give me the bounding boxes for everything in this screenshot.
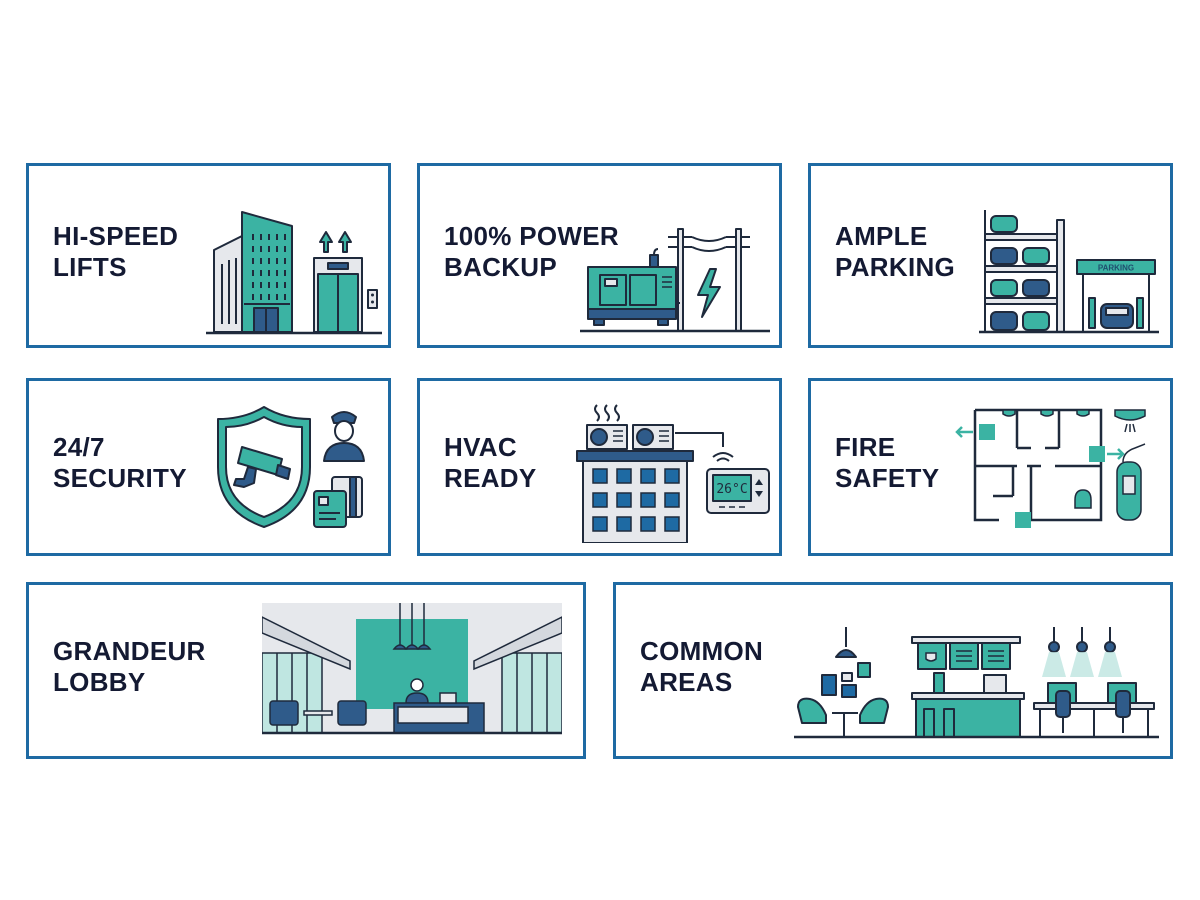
cafe-cowork-icon [794,627,1159,742]
building-elevator-icon [204,208,384,338]
thermostat-reading: 26°C [716,482,747,497]
parking-sign-text: PARKING [1098,264,1134,273]
lobby-reception-icon [262,603,562,738]
parking-garage-icon: PARKING [979,208,1159,338]
hvac-thermostat-icon: 26°C [575,403,775,543]
shield-camera-guard-icon [214,403,379,538]
floorplan-extinguisher-icon [951,406,1161,536]
generator-power-icon [580,221,770,336]
